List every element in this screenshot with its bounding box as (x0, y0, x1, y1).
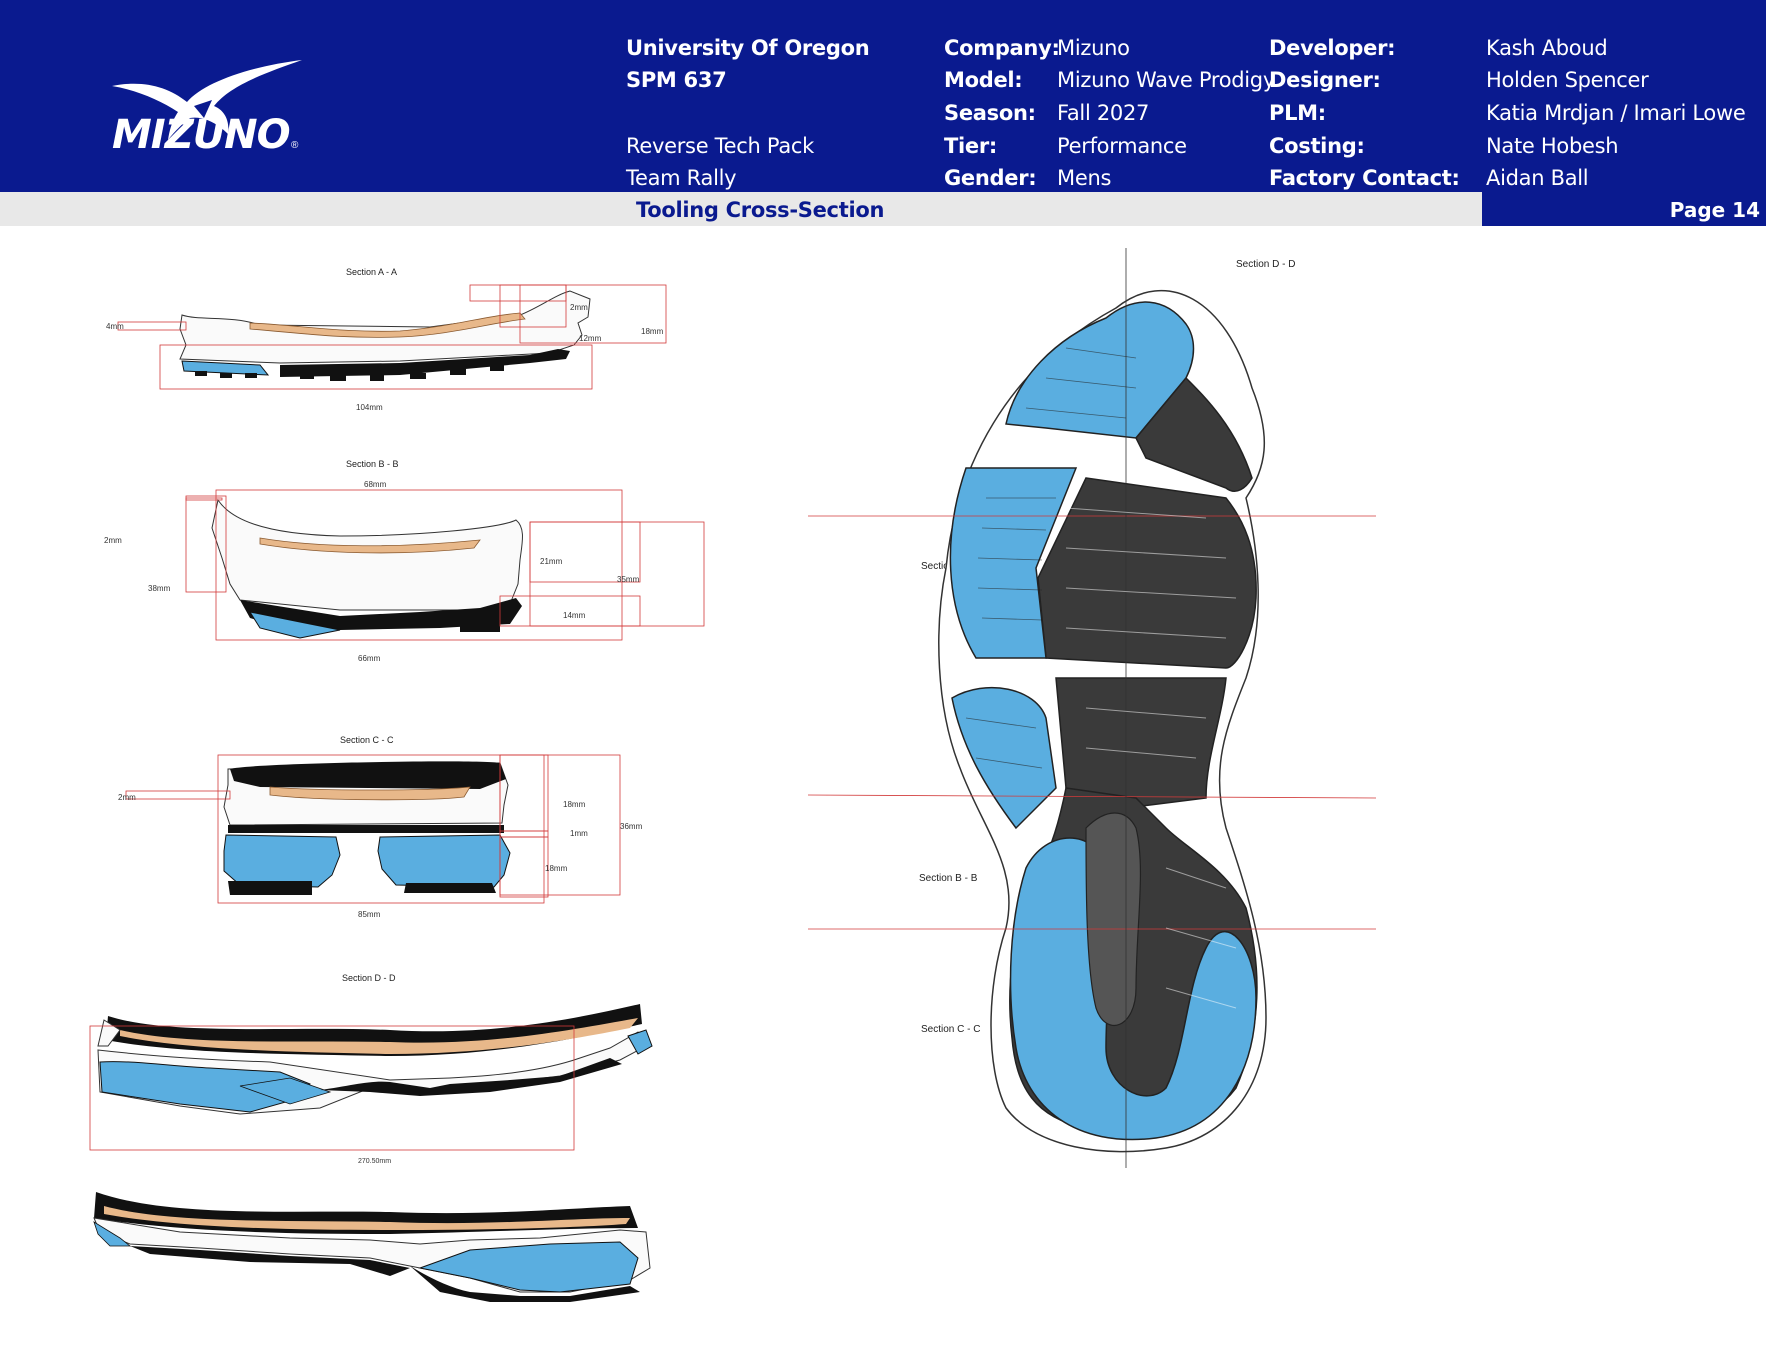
company-label: Company: (944, 36, 1060, 60)
section-c-dim-total: 36mm (620, 822, 643, 831)
designer-label: Designer: (1269, 68, 1381, 92)
section-a-drawing (117, 284, 667, 390)
registered-mark: ® (291, 140, 299, 151)
tier-value: Performance (1057, 134, 1187, 158)
plm-label: PLM: (1269, 101, 1326, 125)
section-c-dim-width: 85mm (358, 910, 381, 919)
section-b-dim-bottom: 14mm (563, 611, 586, 620)
section-b-dim-left-small: 2mm (104, 536, 122, 545)
page-number: Page 14 (1669, 198, 1760, 222)
university-name: University Of Oregon (626, 36, 870, 60)
section-c-dim-lower: 18mm (545, 864, 568, 873)
page-title: Tooling Cross-Section (636, 198, 885, 222)
season-label: Season: (944, 101, 1036, 125)
section-b-dim-top: 68mm (364, 480, 387, 489)
section-b-drawing (185, 489, 705, 641)
developer-value: Kash Aboud (1486, 36, 1608, 60)
section-a-dim-width: 104mm (356, 403, 383, 412)
section-c-title: Section C - C (340, 735, 394, 745)
section-d-drawing (89, 1004, 653, 1151)
company-value: Mizuno (1057, 36, 1130, 60)
developer-label: Developer: (1269, 36, 1396, 60)
gender-label: Gender: (944, 166, 1037, 190)
section-c-dim-left: 2mm (118, 793, 136, 802)
header-bar (0, 0, 1766, 192)
section-a-dim-top: 2mm (570, 303, 588, 312)
factory-contact-label: Factory Contact: (1269, 166, 1460, 190)
season-value: Fall 2027 (1057, 101, 1150, 125)
section-d-drawing-alt (93, 1192, 651, 1302)
section-b-dim-total: 35mm (617, 575, 640, 584)
factory-contact-value: Aidan Ball (1486, 166, 1589, 190)
costing-label: Costing: (1269, 134, 1365, 158)
section-a-dim-mid: 12mm (579, 334, 602, 343)
section-c-dim-mid: 1mm (570, 829, 588, 838)
outsole-bottom-view (807, 248, 1377, 1168)
outsole-section-d-label: Section D - D (1236, 259, 1296, 270)
section-a-dim-left: 4mm (106, 322, 124, 331)
subheader-bar (0, 192, 1482, 226)
section-b-dim-mid: 21mm (540, 557, 563, 566)
section-b-dim-width: 66mm (358, 654, 381, 663)
section-d-dim-length: 270.50mm (358, 1158, 392, 1165)
section-d-title: Section D - D (342, 973, 396, 983)
mizuno-runbird-logo (112, 60, 302, 140)
plm-value: Katia Mrdjan / Imari Lowe (1486, 101, 1746, 125)
costing-value: Nate Hobesh (1486, 134, 1619, 158)
gender-value: Mens (1057, 166, 1112, 190)
section-c-drawing (125, 754, 621, 904)
designer-value: Holden Spencer (1486, 68, 1649, 92)
section-b-dim-left: 38mm (148, 584, 171, 593)
doc-type: Reverse Tech Pack (626, 134, 814, 158)
page-number-box (1482, 192, 1766, 226)
section-c-dim-upper: 18mm (563, 800, 586, 809)
section-b-title: Section B - B (346, 459, 399, 469)
tier-label: Tier: (944, 134, 998, 158)
team-name: Team Rally (626, 166, 737, 190)
model-value: Mizuno Wave Prodigy (1057, 68, 1275, 92)
outsole-cut-b-label: Section B - B (919, 873, 978, 884)
model-label: Model: (944, 68, 1023, 92)
course-code: SPM 637 (626, 68, 727, 92)
section-a-title: Section A - A (346, 267, 398, 277)
outsole-cut-c-label: Section C - C (921, 1024, 981, 1035)
mizuno-wordmark: MIZUNO (112, 112, 291, 158)
section-a-dim-total: 18mm (641, 327, 664, 336)
